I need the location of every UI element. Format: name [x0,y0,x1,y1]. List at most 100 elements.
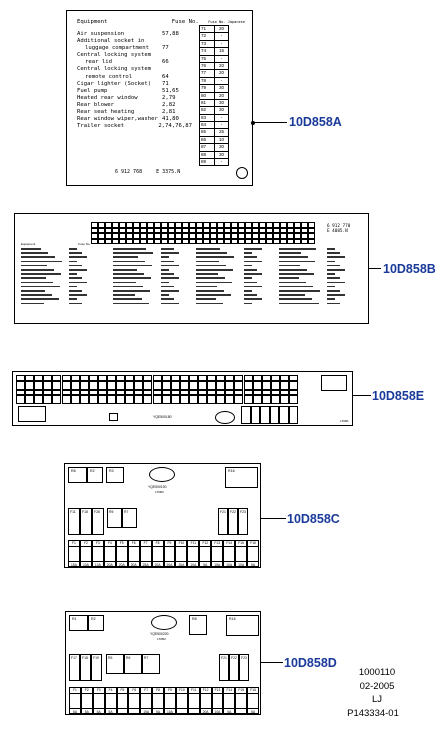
footer-line-3: LJ [371,694,383,705]
fuse-amp [188,708,199,715]
grid-cell [280,227,287,233]
part-code: E 3375.N [156,169,181,175]
text-line [161,264,179,267]
japan-fuse-amp: - [220,122,223,128]
fuse-slot-top [16,375,26,381]
text-line [113,290,150,292]
text-line [279,269,307,271]
fuse-grid [13,372,354,427]
text-line [161,294,169,296]
fuse-amp: 20A [128,561,139,568]
grid-cell [266,222,273,228]
text-line [244,302,252,305]
fuse-slot-top [97,375,107,381]
fuse-slot-icon [161,381,171,390]
grid-cell [105,233,112,239]
grid-cell [252,222,259,228]
grid-cell [182,222,189,228]
text-line [161,285,174,288]
fuse-label: F4 [104,541,115,547]
text-line [244,264,252,267]
fuse-slot-icon [107,395,117,404]
japan-table-row: 73- [199,40,229,49]
japan-fuse-number: 81 [200,99,215,107]
grid-cell [252,238,259,244]
equipment-name: Central locking system [77,52,152,59]
fuse-icon-icon [189,694,199,708]
grid-cell [189,238,196,244]
fuse-icon-icon [70,694,80,708]
grid-cell [280,233,287,239]
relay-box [18,406,46,422]
grid-cell [224,222,231,228]
equipment-name: remote control [85,73,133,80]
grid-cell [182,233,189,239]
text-line [327,273,335,275]
grid-cell [98,238,105,244]
japan-fuse-amp: - [220,40,223,46]
fuse-slot-icon [252,395,262,404]
grid-cell [175,238,182,244]
text-line [161,260,174,263]
japan-table-row: 72- [199,33,229,41]
fuse-slot-icon [143,381,153,390]
fuse-slot-icon [179,395,189,404]
footer-line-1: 1000110 [358,667,396,678]
text-line [244,269,257,271]
bottom-fuse-f15: F15 [235,687,248,714]
equipment-name: Air suspension [77,31,125,37]
text-line [196,248,220,250]
grid-cell [98,227,105,233]
fuse-slot-icon [52,395,62,404]
japan-fuse-amp: 10 [218,136,225,142]
fuse-icon-icon [82,694,92,708]
fuse-slot-icon [25,381,35,390]
grid-cell [119,227,126,233]
grid-cell [217,227,224,233]
grid-cell [210,233,217,239]
fuse-slot-icon [88,395,98,404]
grid-cell [217,222,224,228]
grid-cell [301,233,308,239]
fuse-icon-icon [165,547,175,561]
relay-label: R2 [91,617,96,621]
fuse-slot-icon [198,395,208,404]
label-10d858d: 10D858D [284,656,337,670]
grid-cell [245,227,252,233]
text-line [279,290,320,292]
leader-line-b [369,268,381,270]
grid-cell [161,238,168,244]
grid-cell [210,222,217,228]
text-line [69,264,82,267]
fuse-amp: 20A [176,561,187,568]
equipment-name: luggage compartment [85,45,149,52]
fuse-header: Fuse No. [78,242,91,246]
footer-line-4: P143334-01 [347,707,399,719]
text-line [279,273,314,275]
grid-cell [126,238,133,244]
grid-cell [168,222,175,228]
fuse-slot-icon [207,381,217,390]
grid-cell [189,233,196,239]
text-line [69,260,77,263]
text-line [113,252,153,254]
fuse-label: F15 [236,688,247,694]
grid-cell [245,238,252,244]
japan-fuse-amp: - [220,114,223,120]
japan-header: Fuse No. Japanese [208,20,245,24]
japan-fuse-number: 82 [200,107,215,114]
grid-cell [210,238,217,244]
fuse-label: F10 [176,688,187,694]
fuse-slot-icon [225,381,235,390]
